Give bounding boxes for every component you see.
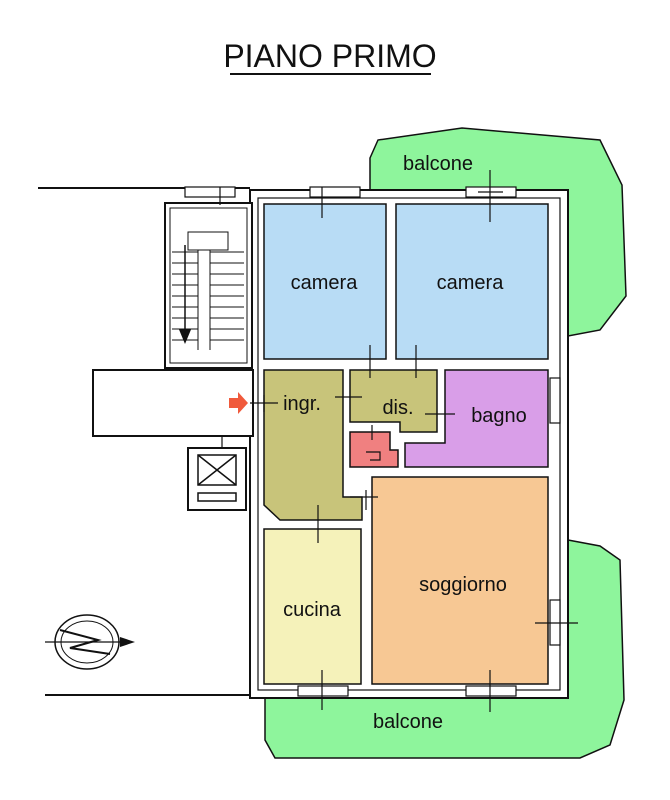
room-camera-right [395,203,549,360]
door-marks [219,170,578,712]
label-cucina: cucina [283,599,342,621]
entry-arrow-icon [229,392,248,414]
wc-niche-detail [366,451,381,461]
compass-north-icon [45,614,135,670]
page-title: PIANO PRIMO [223,38,436,74]
room-soggiorno [371,476,549,685]
stair-arrow-icon [178,245,192,344]
room-disimpegno [349,369,438,433]
elevator-icon [197,454,237,502]
room-ingresso [263,369,363,521]
stair-core-inner [169,207,248,364]
room-camera-left [263,203,387,360]
label-balcone-top: balcone [403,153,473,175]
room-wc-niche [349,431,399,468]
label-disimpegno: dis. [382,397,413,419]
stair-landing [187,231,229,251]
label-camera-left: camera [291,272,359,294]
label-bagno: bagno [471,405,527,427]
label-camera-right: camera [437,272,505,294]
label-balcone-bottom: balcone [373,711,443,733]
building-inner-wall [257,197,561,691]
corridor-block [92,369,254,437]
room-bagno [404,369,549,468]
room-cucina [263,528,362,685]
label-soggiorno: soggiorno [419,574,507,596]
label-ingresso: ingr. [283,393,321,415]
